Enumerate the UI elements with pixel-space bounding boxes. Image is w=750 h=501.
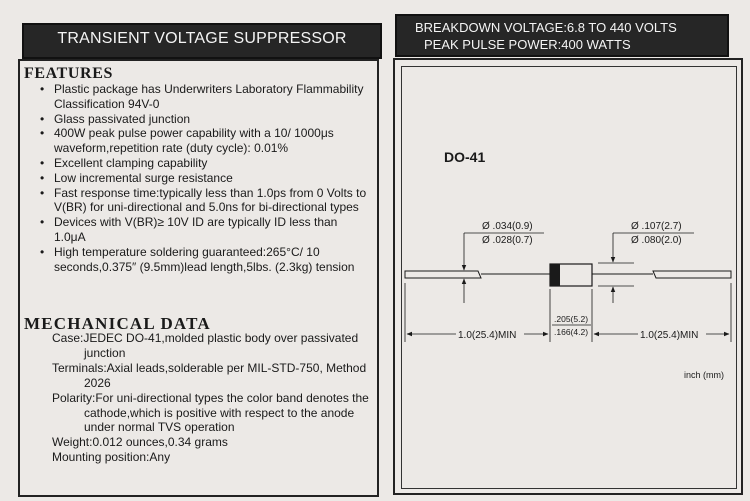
feature-text: Devices with V(BR)≥ 10V ID are typically… — [54, 215, 338, 244]
right-lead-length: 1.0(25.4)MIN — [640, 330, 698, 341]
package-label: DO-41 — [444, 149, 485, 165]
left-lead-length: 1.0(25.4)MIN — [458, 330, 516, 341]
feature-text: 400W peak pulse power capability with a … — [54, 126, 334, 156]
bullet-icon: • — [40, 82, 45, 96]
left-lead — [404, 270, 482, 279]
list-item: • High temperature soldering guaranteed:2… — [38, 245, 368, 275]
list-item: • Plastic package has Underwriters Labora… — [38, 82, 368, 112]
feature-text: High temperature soldering guaranteed:26… — [54, 244, 355, 274]
spec-banner: BREAKDOWN VOLTAGE:6.8 TO 440 VOLTS PEAK … — [395, 14, 729, 57]
mechanical-list: Case:JEDEC DO-41,molded plastic body ove… — [52, 331, 372, 465]
lead-diameter-max: Ø .034(0.9) — [482, 221, 533, 232]
list-item: Polarity:For uni-directional types the c… — [52, 390, 369, 435]
right-lead — [652, 270, 732, 279]
bullet-icon: • — [40, 185, 45, 200]
feature-text: Fast response time:typically less than 1… — [54, 185, 367, 215]
left-length-label-bg — [456, 325, 524, 341]
body-length-min: .166(4.2) — [554, 327, 588, 337]
list-item: Mounting position:Any — [52, 450, 171, 465]
mechanical-heading: MECHANICAL DATA — [24, 314, 211, 333]
list-item: Case:JEDEC DO-41,molded plastic body ove… — [52, 331, 359, 360]
body-diameter-max: Ø .107(2.7) — [631, 221, 682, 232]
bullet-icon: • — [40, 126, 45, 141]
title-banner: TRANSIENT VOLTAGE SUPPRESSOR — [22, 23, 382, 59]
list-item: • Glass passivated junction — [38, 112, 368, 127]
feature-text: Glass passivated junction — [54, 111, 191, 126]
list-item: • 400W peak pulse power capability with a… — [38, 126, 368, 156]
specifications-panel: FEATURES • Plastic package has Underwrite… — [18, 59, 379, 497]
cathode-band — [550, 264, 560, 286]
page-title: TRANSIENT VOLTAGE SUPPRESSOR — [57, 30, 347, 47]
feature-text: Excellent clamping capability — [54, 155, 208, 170]
package-outline-diagram: DO-41 Ø .034(0.9) Ø .028(0.7) Ø .107(2.7… — [404, 149, 732, 380]
list-item: • Devices with V(BR)≥ 10V ID are typicall… — [38, 215, 368, 245]
diagram-panel: DO-41 Ø .034(0.9) Ø .028(0.7) Ø .107(2.7… — [393, 58, 743, 495]
bullet-icon: • — [40, 244, 45, 259]
list-item: Terminals:Axial leads,solderable per MIL… — [52, 360, 367, 390]
list-item: • Excellent clamping capability — [38, 156, 368, 171]
bullet-icon: • — [40, 215, 45, 230]
bullet-icon: • — [40, 155, 45, 170]
features-list: • Plastic package has Underwriters Labora… — [38, 82, 368, 274]
list-item: Weight:0.012 ounces,0.34 grams — [52, 435, 228, 450]
feature-text: Low incremental surge resistance — [54, 170, 233, 185]
body-length-max: .205(5.2) — [554, 314, 588, 324]
bullet-icon: • — [40, 111, 45, 126]
peak-pulse-power: PEAK PULSE POWER:400 WATTS — [424, 37, 631, 52]
breakdown-voltage: BREAKDOWN VOLTAGE:6.8 TO 440 VOLTS — [415, 20, 677, 35]
list-item: • Fast response time:typically less than … — [38, 186, 368, 216]
list-item: • Low incremental surge resistance — [38, 171, 368, 186]
body-diameter-min: Ø .080(2.0) — [631, 235, 682, 246]
lead-diameter-min: Ø .028(0.7) — [482, 235, 533, 246]
bullet-icon: • — [40, 170, 45, 185]
unit-label: inch (mm) — [684, 370, 724, 380]
diagram-frame: DO-41 Ø .034(0.9) Ø .028(0.7) Ø .107(2.7… — [401, 66, 737, 489]
right-length-label-bg — [638, 325, 706, 341]
features-heading: FEATURES — [24, 65, 113, 82]
feature-text: Plastic package has Underwriters Laborat… — [54, 82, 364, 111]
